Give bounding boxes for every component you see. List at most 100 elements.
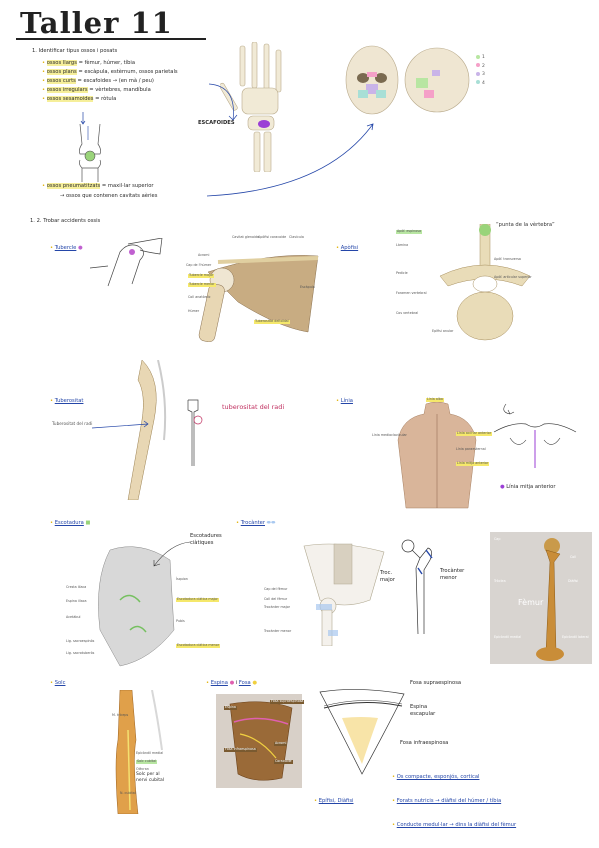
bone-type-text: = escàpula, estèrnum, ossos parietals bbox=[78, 69, 178, 75]
femur-photo-label: Epicòndil lateral bbox=[562, 635, 589, 639]
note-3: • Conducte medul·lar → dins la diàfisi d… bbox=[392, 822, 516, 829]
bullet-icon: • bbox=[42, 87, 46, 93]
hip-femur-image bbox=[303, 543, 385, 646]
bullet-icon: • bbox=[42, 78, 46, 84]
torso-label-highlight: Línia mitja anterior bbox=[456, 461, 490, 466]
linia-note: ● Línia mitja anterior bbox=[500, 484, 555, 491]
epifisi-text: Epífisi, Diàfisi bbox=[318, 798, 354, 804]
femur-sketch bbox=[401, 539, 433, 635]
scap-label-highlight: Tubercle major bbox=[188, 273, 215, 278]
bullet-icon: • bbox=[50, 520, 54, 526]
bullet-icon: • bbox=[336, 398, 340, 404]
linia-label: Línia bbox=[340, 398, 353, 404]
pneumatic-name: ossos pneumatitzats bbox=[46, 183, 101, 189]
arm-label: Epicòndil medial bbox=[136, 751, 164, 755]
escafoides-label: ESCAFOIDES bbox=[198, 120, 235, 126]
escotadura-label: Escotadura bbox=[54, 520, 84, 526]
femur-photo-label: Epicòndil medial bbox=[494, 635, 522, 639]
pelvis-label: Lig. sacrotuberós bbox=[66, 651, 95, 655]
femur-photo-label: Tròclea bbox=[494, 579, 506, 583]
scap-label: Clavícula bbox=[289, 235, 304, 239]
skull-images bbox=[345, 45, 470, 115]
bullet-icon: • bbox=[392, 774, 396, 780]
arrow-curve-icon bbox=[208, 83, 238, 121]
torso-label: Línia paraesternal bbox=[456, 447, 486, 451]
femur-photo-label: Coll bbox=[570, 555, 577, 559]
legend-dot bbox=[476, 54, 480, 59]
note-text: Forats nutricis → diàfisi del húmer / tí… bbox=[396, 798, 502, 804]
bullet-icon: • bbox=[206, 680, 210, 686]
scapula-humerus-image bbox=[198, 255, 319, 342]
fosa-supra-label: Fosa supraespinosa bbox=[410, 680, 462, 686]
scap-label: Acromi bbox=[198, 253, 210, 257]
radius-bone-image bbox=[127, 360, 167, 500]
vert-label: Foramen vertebral bbox=[396, 291, 427, 295]
section-1-heading: 1. Identificar tipus ossos i posats bbox=[32, 48, 118, 54]
note-text: Os compacte, esponjós, cortical bbox=[396, 774, 480, 780]
bone-type-text: = escafoides → (en mà / peu) bbox=[77, 78, 154, 84]
knee-sketch-icon bbox=[78, 123, 102, 182]
note-1: • Os compacte, esponjós, cortical bbox=[392, 774, 479, 781]
arm-label: M. tríceps bbox=[112, 713, 129, 717]
troc-major-label: Troc. major bbox=[380, 570, 395, 583]
pneumatic-sub: → ossos que contenen cavitats aèries bbox=[60, 193, 158, 199]
legend-label: 3 bbox=[482, 72, 485, 78]
scap-photo-label: Fosa supraespinosa bbox=[270, 699, 305, 704]
pelvis-label-highlight: Escotadura ciàtica major bbox=[176, 597, 219, 602]
vert-label: Làmina bbox=[396, 243, 409, 247]
solc-heading: • Solc bbox=[50, 680, 65, 687]
bullet-icon: • bbox=[42, 96, 46, 102]
arm-image bbox=[115, 690, 163, 814]
apofisi-note: “punta de la vèrtebra” bbox=[496, 222, 555, 228]
pelvis-label: Acetàbul bbox=[66, 615, 81, 619]
page-title: Taller 11 bbox=[20, 6, 173, 40]
pelvis-label: Lig. sacroespinós bbox=[66, 639, 95, 643]
trocanter-heading: • Trocànter ⬬⬬ bbox=[236, 520, 276, 527]
arm-label: N. cubital bbox=[120, 791, 136, 795]
torso-image bbox=[397, 401, 477, 509]
pneumatic-text: = maxil·lar superior bbox=[101, 183, 154, 189]
legend-label: 2 bbox=[482, 63, 485, 69]
scap-label: Húmer bbox=[188, 309, 200, 313]
shape-icon: ⬬⬬ bbox=[266, 520, 276, 526]
legend-dot bbox=[476, 63, 480, 68]
skull-legend: 1 2 3 4 bbox=[476, 54, 485, 88]
espina-label: Espina bbox=[210, 680, 228, 686]
bullet-icon: • bbox=[392, 822, 396, 828]
solc-label: Solc bbox=[54, 680, 66, 686]
dot-icon: ● bbox=[500, 484, 505, 490]
femur-label: Cap del fèmur bbox=[264, 587, 288, 591]
tuberositat-photo-label: Tuberositat del radi bbox=[52, 421, 93, 426]
vertebra-image bbox=[439, 224, 531, 341]
vert-label: Apòf. transversa bbox=[494, 257, 521, 261]
vert-label: Pedicle bbox=[396, 271, 408, 275]
pelvis-label: Cresta ilíaca bbox=[66, 585, 87, 589]
escotadura-heading: • Escotadura ■ bbox=[50, 520, 90, 527]
scap-label-highlight: Tubercle menor bbox=[188, 282, 216, 287]
note-2: • Forats nutricis → diàfisi del húmer / … bbox=[392, 798, 501, 805]
scap-label: Cavitat glenoide bbox=[232, 235, 260, 239]
escotadures-label: Escotadures ciàtiques bbox=[190, 533, 222, 546]
square-icon: ■ bbox=[85, 520, 91, 526]
femur-photo-label: Fèmur bbox=[518, 598, 544, 607]
scap-photo-label: Fosa infraespinosa bbox=[224, 747, 257, 752]
bone-type-name: ossos llargs bbox=[46, 60, 77, 66]
apofisi-label: Apòfisi bbox=[340, 245, 359, 251]
scap-photo-label: Acromi bbox=[274, 741, 288, 746]
bone-type-name: ossos irregulars bbox=[46, 87, 88, 93]
bullet-icon: • bbox=[42, 69, 46, 75]
pelvis-label-highlight: Escotadura ciàtica menor bbox=[176, 643, 221, 648]
trocanter-label: Trocànter bbox=[240, 520, 265, 526]
title-underline bbox=[16, 38, 206, 40]
femur-photo-label: Cap bbox=[494, 537, 501, 541]
torso-label-highlight: Línia alba bbox=[426, 397, 444, 402]
scapula-photo bbox=[216, 694, 302, 788]
shoulder-sketch bbox=[89, 238, 163, 287]
apofisi-heading: • Apòfisi bbox=[336, 245, 358, 252]
dot-icon: ● bbox=[252, 680, 257, 686]
legend-label: 4 bbox=[482, 80, 485, 86]
bullet-icon: • bbox=[236, 520, 240, 526]
espina-fosa-heading: • Espina ● i Fosa ● bbox=[206, 680, 257, 686]
bullet-icon: • bbox=[392, 798, 396, 804]
bullet-icon: • bbox=[50, 680, 54, 686]
